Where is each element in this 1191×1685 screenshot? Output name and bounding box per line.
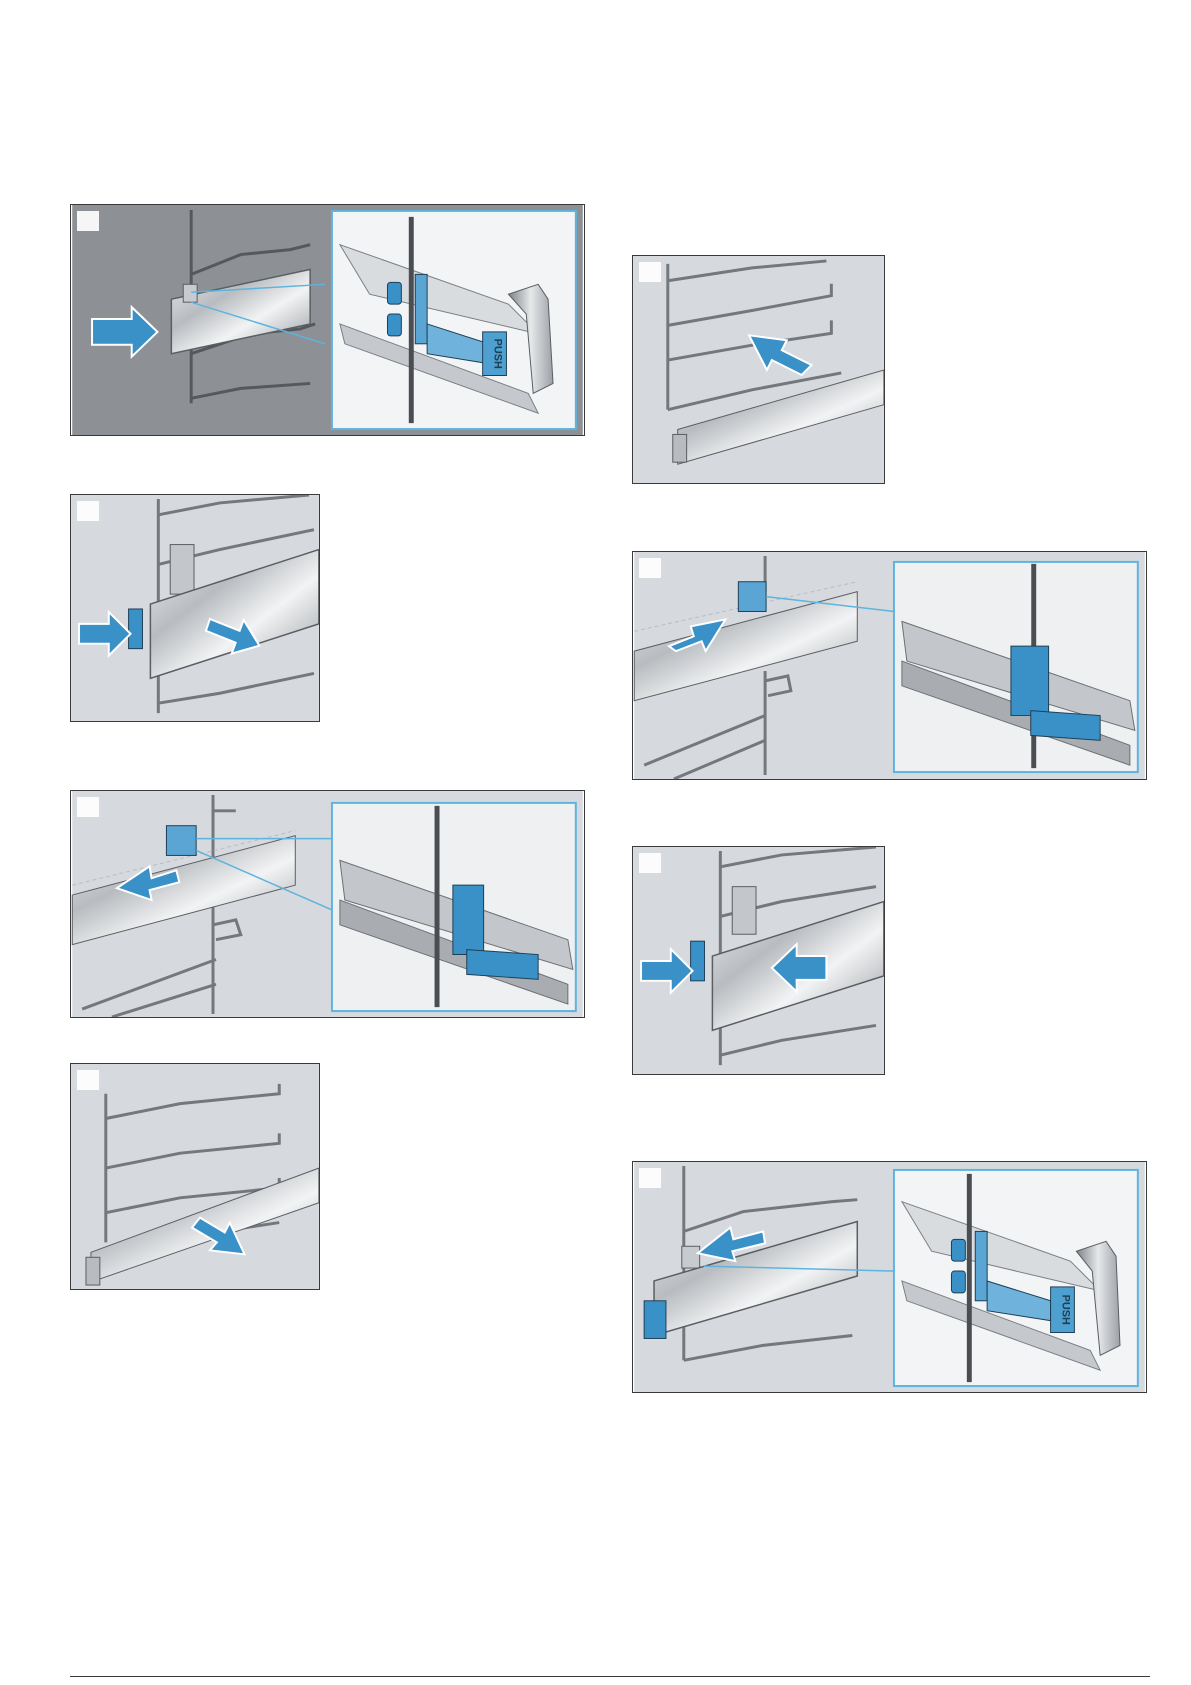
step-panel-e xyxy=(632,255,885,484)
step-panel-c xyxy=(70,790,585,1018)
clip-icon xyxy=(166,826,196,856)
illustration-release-clip xyxy=(71,791,584,1017)
step-number-marker xyxy=(639,1168,661,1188)
step-panel-h: PUSH xyxy=(632,1161,1147,1393)
step-number-marker xyxy=(77,1070,99,1090)
step-number-marker xyxy=(639,853,661,873)
illustration-remove-rail xyxy=(71,1064,319,1289)
step-panel-d xyxy=(70,1063,320,1290)
illustration-push-rail-in xyxy=(633,847,884,1074)
magnify-inset xyxy=(332,803,576,1011)
illustration-push-release-rail: PUSH xyxy=(71,205,584,435)
push-label: PUSH xyxy=(1059,1295,1071,1325)
magnify-inset: PUSH xyxy=(894,1170,1138,1386)
step-number-marker xyxy=(77,501,99,521)
illustration-insert-rail xyxy=(633,256,884,483)
step-panel-f xyxy=(632,551,1147,780)
magnify-inset: PUSH xyxy=(332,211,576,429)
step-number-marker xyxy=(639,558,661,578)
push-label: PUSH xyxy=(492,339,504,369)
illustration-lock-rail: PUSH xyxy=(633,1162,1146,1392)
step-number-marker xyxy=(77,211,99,231)
step-panel-b xyxy=(70,494,320,722)
illustration-fit-clip xyxy=(633,552,1146,779)
clip-icon xyxy=(738,582,766,612)
footer-rule xyxy=(70,1676,1150,1677)
magnify-inset xyxy=(894,562,1138,772)
step-number-marker xyxy=(77,797,99,817)
illustration-pull-rail-out xyxy=(71,495,319,721)
step-number-marker xyxy=(639,262,661,282)
step-panel-a: PUSH xyxy=(70,204,585,436)
step-panel-g xyxy=(632,846,885,1075)
